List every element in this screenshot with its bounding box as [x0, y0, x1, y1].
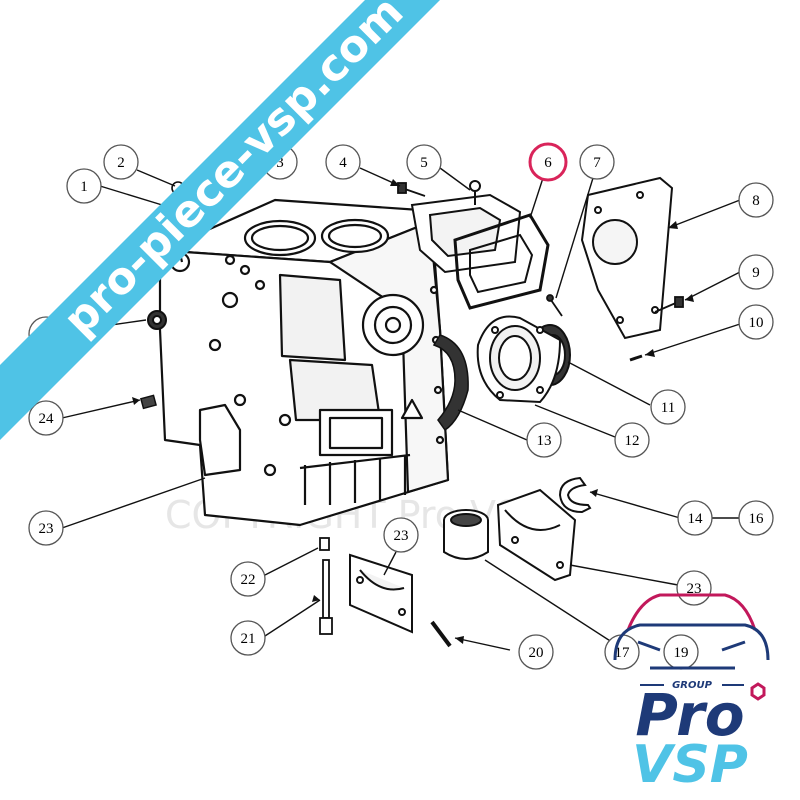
callout-17: 17	[604, 634, 640, 670]
svg-text:13: 13	[537, 433, 552, 449]
callout-8: 8	[738, 182, 774, 218]
callout-23-cap-lower: 23	[383, 517, 419, 553]
svg-text:2: 2	[117, 155, 125, 171]
svg-text:7: 7	[593, 155, 601, 171]
svg-text:21: 21	[241, 631, 256, 647]
callout-6-highlighted: 6	[528, 142, 568, 182]
part-25-seal	[147, 310, 167, 330]
svg-text:4: 4	[339, 155, 347, 171]
part-7-pin	[546, 294, 563, 317]
svg-text:17: 17	[615, 645, 631, 661]
svg-text:20: 20	[529, 645, 544, 661]
part-9-bolt	[654, 296, 684, 313]
svg-text:19: 19	[674, 645, 689, 661]
callout-21: 21	[230, 620, 266, 656]
svg-text:23: 23	[687, 581, 702, 597]
part-10-pin	[629, 354, 643, 362]
logo-pro-text: Pro	[635, 681, 744, 749]
svg-text:8: 8	[752, 193, 760, 209]
svg-text:6: 6	[544, 155, 552, 171]
callout-4: 4	[325, 144, 361, 180]
svg-text:11: 11	[661, 400, 675, 416]
callout-12: 12	[614, 422, 650, 458]
callout-16: 16	[738, 500, 774, 536]
callout-2: 2	[103, 144, 139, 180]
svg-text:24: 24	[39, 411, 55, 427]
svg-text:14: 14	[688, 511, 704, 527]
svg-text:1: 1	[80, 179, 88, 195]
svg-text:5: 5	[420, 155, 428, 171]
part-24-plug	[139, 394, 157, 410]
part-4-screw	[397, 182, 426, 197]
callout-group: 1 2 3 4 5 6 7 8 9 10 11 12 13 14 16 23 2…	[28, 142, 774, 670]
svg-text:23: 23	[394, 528, 409, 544]
logo-vsp-text: VSP	[632, 735, 748, 795]
car-outline-icon	[613, 593, 770, 670]
part-21-bolt	[319, 559, 333, 635]
callout-14: 14	[677, 500, 713, 536]
part-20-pin	[430, 620, 452, 648]
engine-block	[158, 198, 450, 527]
callout-5: 5	[406, 144, 442, 180]
part-17-bushing	[443, 509, 489, 560]
svg-text:22: 22	[241, 572, 256, 588]
callout-23-cap-right: 23	[676, 570, 712, 606]
leader-lines	[61, 167, 741, 651]
part-12-bearing-housing	[476, 315, 562, 404]
callout-22: 22	[230, 561, 266, 597]
callout-23-block: 23	[28, 510, 64, 546]
part-23-bearing-cap-lower	[349, 553, 413, 634]
logo-hex-icon	[750, 682, 766, 701]
part-14-snap-ring	[558, 476, 592, 514]
callout-19: 19	[663, 634, 699, 670]
callout-20: 20	[518, 634, 554, 670]
part-5-cover	[410, 180, 522, 274]
part-23-bearing-cap-right	[496, 488, 577, 582]
part-13-gasket	[432, 334, 469, 432]
part-8-plate	[580, 176, 674, 340]
provsp-logo: GROUP Pro VSP	[613, 593, 770, 795]
logo-group-text: GROUP	[672, 680, 713, 691]
callout-11: 11	[650, 389, 686, 425]
svg-text:10: 10	[749, 315, 764, 331]
svg-text:3: 3	[276, 155, 284, 171]
part-6-gasket	[453, 213, 550, 310]
part-22-dowel	[319, 537, 330, 551]
callout-1: 1	[66, 168, 102, 204]
svg-text:12: 12	[625, 433, 640, 449]
callout-24: 24	[28, 400, 64, 436]
svg-text:23: 23	[39, 521, 54, 537]
callout-7: 7	[579, 144, 615, 180]
callout-10: 10	[738, 304, 774, 340]
callout-13: 13	[526, 422, 562, 458]
svg-text:9: 9	[752, 265, 760, 281]
callout-9: 9	[738, 254, 774, 290]
svg-text:16: 16	[749, 511, 765, 527]
